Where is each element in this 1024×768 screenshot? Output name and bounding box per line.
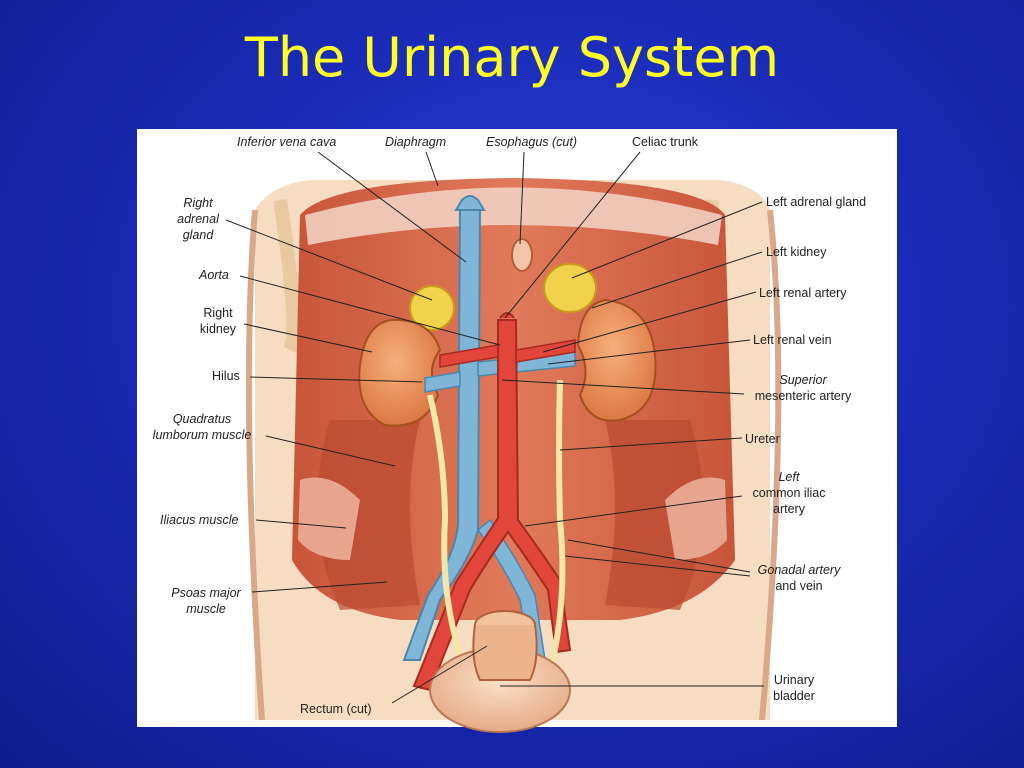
label-right-adrenal-gland-2: adrenal — [177, 212, 219, 226]
label-inferior-vena-cava: Inferior vena cava — [237, 135, 337, 149]
diaphragm-shape — [305, 187, 722, 245]
leader-lines — [225, 151, 764, 704]
label-left-adrenal-gland: Left adrenal gland — [766, 195, 867, 209]
label-left-common-iliac-1: Left — [778, 470, 800, 484]
label-diaphragm: Diaphragm — [385, 135, 447, 149]
label-left-renal-vein: Left renal vein — [753, 333, 832, 347]
label-left-renal-artery: Left renal artery — [759, 286, 847, 300]
left-iliacus-shape — [665, 477, 727, 560]
label-urinary-bladder-2: bladder — [773, 689, 815, 703]
label-left-common-iliac-3: artery — [773, 502, 805, 516]
label-right-adrenal-gland-3: gland — [182, 228, 214, 242]
ureters — [427, 379, 566, 673]
label-right-kidney-1: Right — [203, 306, 233, 320]
label-iliacus-muscle: Iliacus muscle — [160, 513, 239, 527]
esophagus-shape — [511, 238, 533, 272]
pelvic-organs — [429, 610, 571, 733]
label-aorta: Aorta — [199, 268, 229, 282]
label-quadratus-1: Quadratus — [172, 412, 232, 426]
label-urinary-bladder-1: Urinary — [773, 673, 815, 687]
label-right-kidney-2: kidney — [199, 322, 237, 336]
label-gonadal-1: Gonadal artery — [757, 563, 841, 577]
label-hilus: Hilus — [212, 369, 240, 383]
label-superior-mesenteric-1: Superior — [779, 373, 827, 387]
label-left-kidney: Left kidney — [766, 245, 827, 259]
label-rectum: Rectum (cut) — [300, 702, 372, 716]
label-left-common-iliac-2: common iliac — [752, 486, 826, 500]
label-celiac-trunk: Celiac trunk — [632, 135, 698, 149]
slide-title: The Urinary System — [244, 26, 780, 89]
kidneys — [358, 298, 657, 427]
label-ureter: Ureter — [745, 432, 780, 446]
adrenal-glands — [409, 263, 597, 331]
label-superior-mesenteric-2: mesenteric artery — [754, 389, 852, 403]
label-psoas-2: muscle — [186, 602, 226, 616]
right-psoas-shape — [317, 420, 420, 610]
right-iliacus-shape — [298, 477, 360, 560]
label-gonadal-2: and vein — [775, 579, 823, 593]
label-quadratus-2: lumborum muscle — [152, 428, 252, 442]
label-esophagus: Esophagus (cut) — [486, 135, 578, 149]
label-psoas-1: Psoas major — [171, 586, 241, 600]
label-right-adrenal-gland-1: Right — [183, 196, 213, 210]
